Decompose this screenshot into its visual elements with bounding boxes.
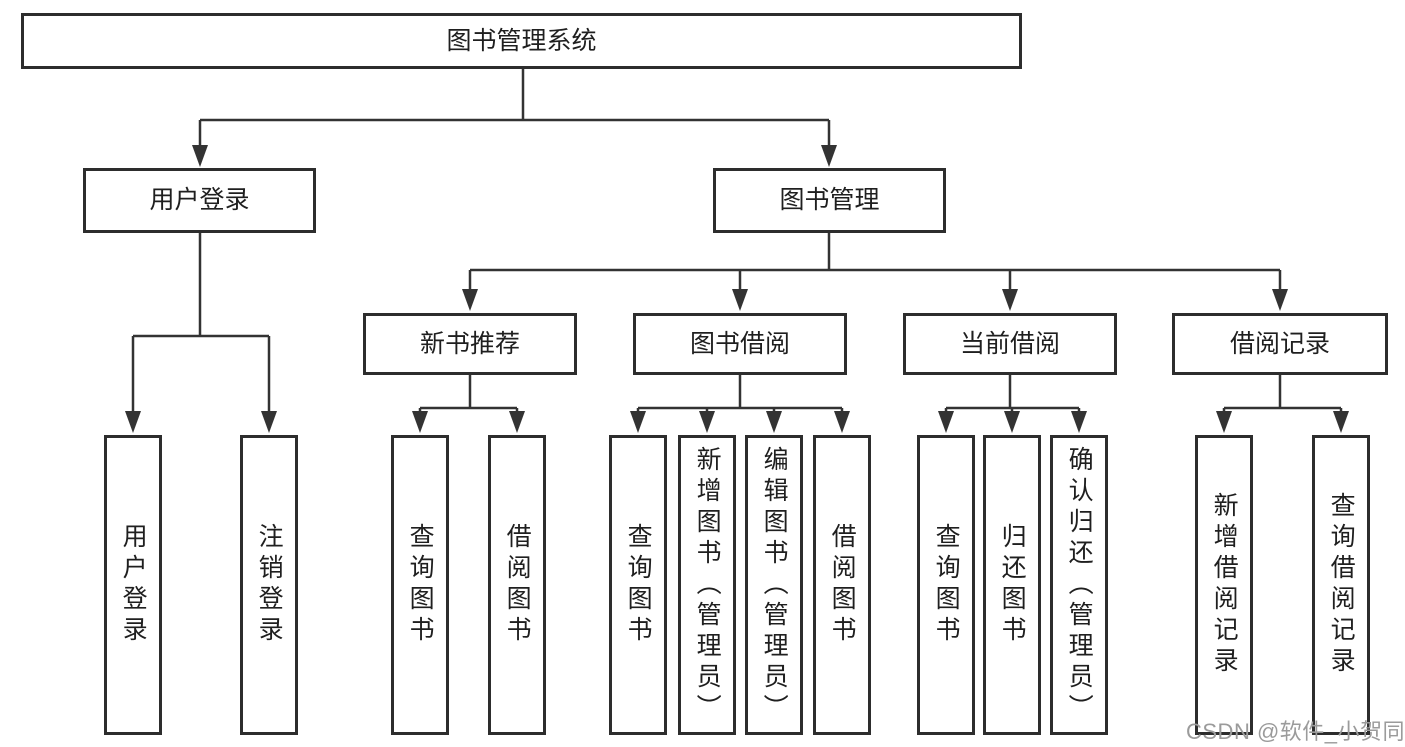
node-label: 图书借阅 xyxy=(689,329,790,358)
node-label: 用户登录 xyxy=(119,523,148,647)
node-label: 查询图书 xyxy=(932,523,961,647)
node-label: 归还图书 xyxy=(998,523,1027,647)
leaf-query-borrow-record: 查询借阅记录 xyxy=(1312,435,1370,735)
leaf-query-books-current: 查询图书 xyxy=(917,435,975,735)
node-label: 注销登录 xyxy=(255,523,284,647)
leaf-confirm-return-admin: 确认归还（管理员） xyxy=(1050,435,1108,735)
node-system-root: 图书管理系统 xyxy=(21,13,1022,69)
node-label: 新书推荐 xyxy=(419,329,520,358)
leaf-return-books: 归还图书 xyxy=(983,435,1041,735)
leaf-logout: 注销登录 xyxy=(240,435,298,735)
node-label: 确认归还（管理员） xyxy=(1065,445,1094,725)
node-label: 借阅记录 xyxy=(1229,329,1330,358)
node-label: 用户登录 xyxy=(149,186,250,214)
node-label: 新增借阅记录 xyxy=(1210,492,1239,678)
node-new-book-recommend: 新书推荐 xyxy=(363,313,577,375)
node-label: 查询图书 xyxy=(624,523,653,647)
node-label: 编辑图书（管理员） xyxy=(760,445,789,725)
node-label: 新增图书（管理员） xyxy=(693,445,722,725)
node-book-management-group: 图书管理 xyxy=(713,168,946,233)
leaf-add-books-admin: 新增图书（管理员） xyxy=(678,435,736,735)
leaf-borrow-books: 借阅图书 xyxy=(813,435,871,735)
node-label: 当前借阅 xyxy=(959,329,1060,358)
node-user-login-group: 用户登录 xyxy=(83,168,316,233)
leaf-borrow-books-recommend: 借阅图书 xyxy=(488,435,546,735)
node-borrow-records: 借阅记录 xyxy=(1172,313,1388,375)
leaf-query-books-recommend: 查询图书 xyxy=(391,435,449,735)
leaf-query-books-borrowing: 查询图书 xyxy=(609,435,667,735)
csdn-watermark: CSDN @软件_小贺同学 xyxy=(1186,719,1405,744)
leaf-user-login: 用户登录 xyxy=(104,435,162,735)
node-label: 借阅图书 xyxy=(828,523,857,647)
node-label: 借阅图书 xyxy=(503,523,532,647)
node-label: 图书管理系统 xyxy=(446,26,597,55)
node-label: 查询图书 xyxy=(406,523,435,647)
leaf-edit-books-admin: 编辑图书（管理员） xyxy=(745,435,803,735)
node-book-borrowing: 图书借阅 xyxy=(633,313,847,375)
node-label: 图书管理 xyxy=(779,186,880,214)
leaf-add-borrow-record: 新增借阅记录 xyxy=(1195,435,1253,735)
node-current-borrowing: 当前借阅 xyxy=(903,313,1117,375)
node-label: 查询借阅记录 xyxy=(1327,492,1356,678)
